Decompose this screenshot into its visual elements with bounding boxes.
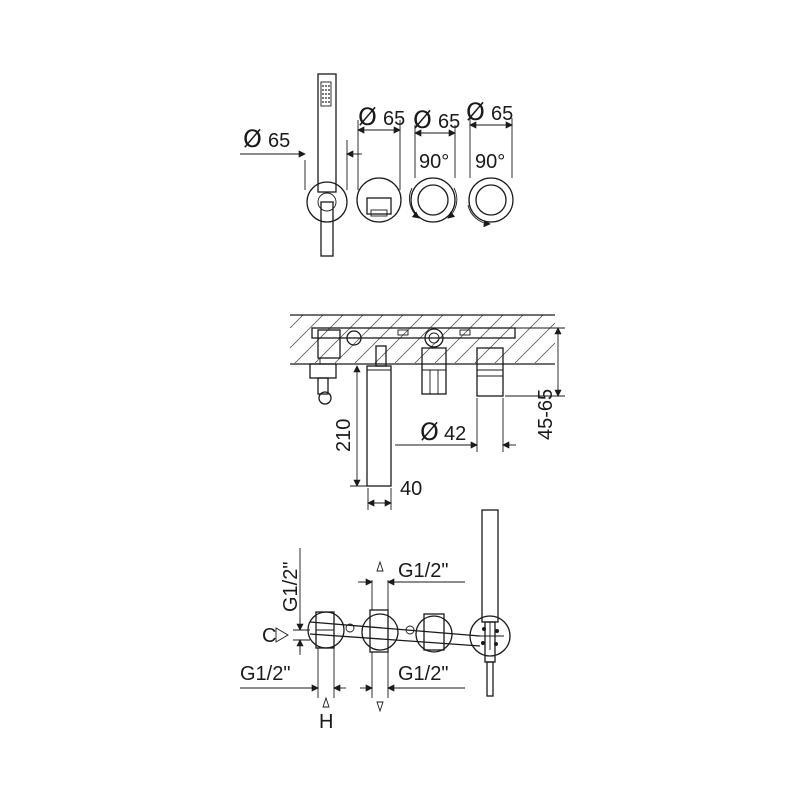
front-dim-1: 65 (268, 130, 290, 152)
connection-view: G1/2" C G1/2" G1/2" H G1/2" (240, 509, 511, 733)
mixer-knob-1 (408, 177, 458, 223)
hand-shower-front (306, 73, 348, 257)
cold-label: C (262, 625, 276, 647)
diameter-symbol-3: Ø (413, 106, 432, 134)
thread-label-top: G1/2" (398, 560, 448, 582)
front-dim-2: 65 (383, 108, 405, 130)
shower-holes (322, 85, 330, 103)
spout-width-dim: 40 (400, 478, 422, 500)
front-dim-3: 65 (438, 111, 460, 133)
rosette-diameter-dim: 42 (444, 423, 466, 445)
section-view: 210 40 Ø 42 45-65 (289, 314, 565, 510)
shower-outlet-front (356, 177, 402, 223)
thread-label-bottom-left: G1/2" (240, 663, 290, 685)
front-dim-4: 65 (491, 103, 513, 125)
thread-label-bottom-right: G1/2" (398, 663, 448, 685)
diameter-symbol-4: Ø (466, 98, 485, 126)
thread-label-vertical: G1/2" (280, 562, 302, 612)
mixer-knob-2 (467, 177, 514, 228)
angle-label-2: 90° (475, 151, 505, 173)
hot-label: H (319, 711, 333, 733)
diameter-symbol-5: Ø (420, 418, 439, 446)
front-view: Ø 65 Ø 65 Ø 65 90° (240, 73, 514, 257)
diameter-symbol-2: Ø (358, 103, 377, 131)
spout-length-dim: 210 (333, 419, 355, 452)
angle-label-1: 90° (419, 151, 449, 173)
depth-range-dim: 45-65 (535, 389, 557, 440)
diameter-symbol-1: Ø (243, 125, 262, 153)
